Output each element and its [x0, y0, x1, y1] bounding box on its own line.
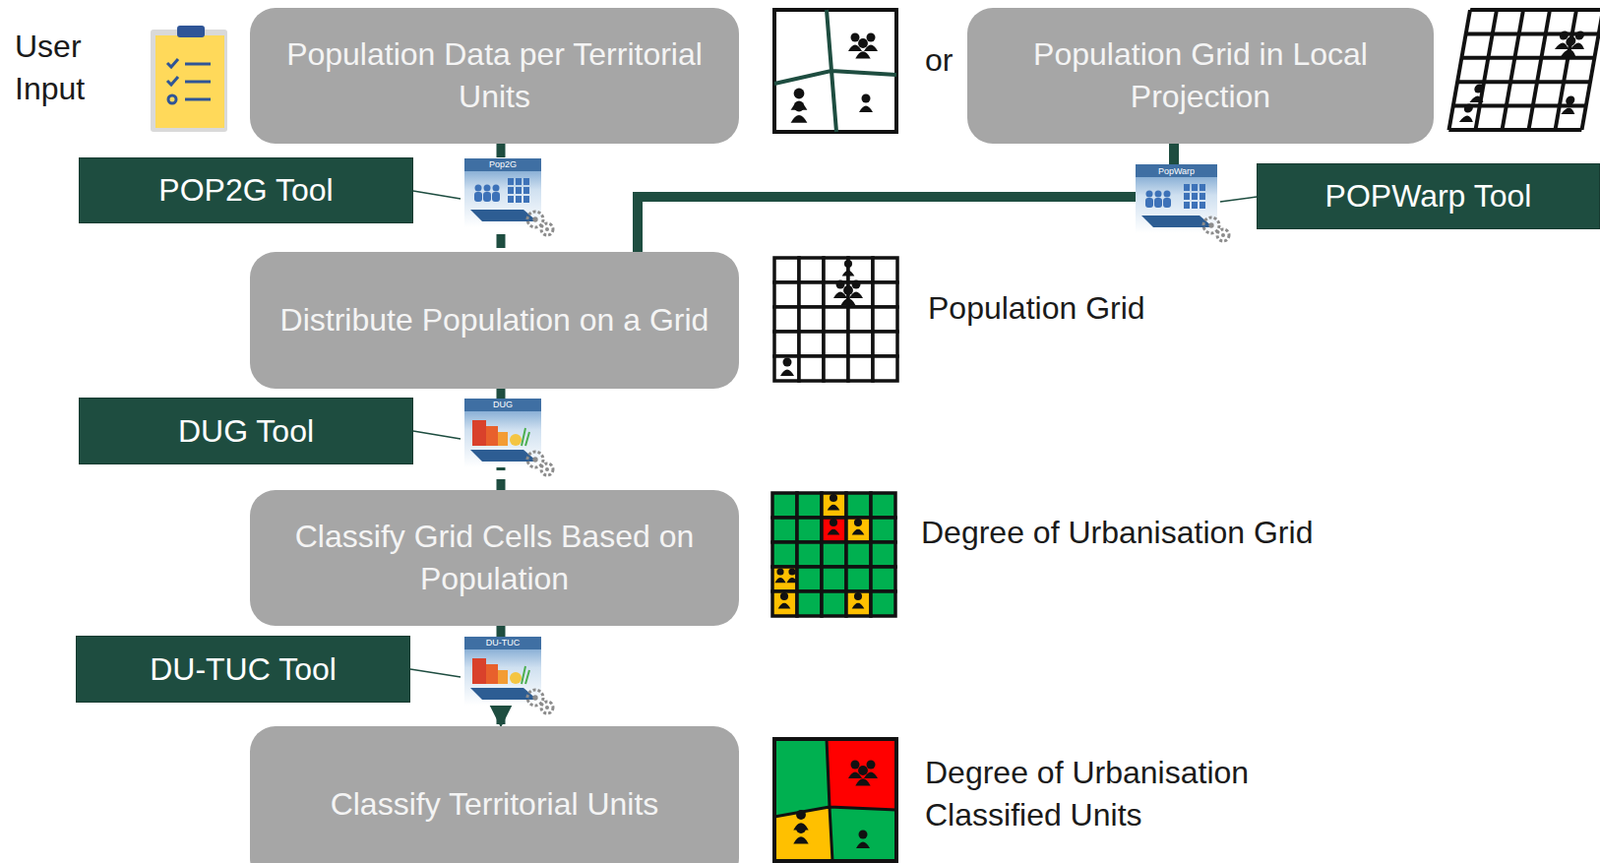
classified-units-icon: [774, 738, 897, 862]
tool-icon: [464, 158, 554, 236]
process-box: Classify Grid Cells Based on Population: [249, 490, 739, 626]
node-text: Population Grid in Local Projection: [988, 33, 1413, 119]
tool-box: DUG Tool: [78, 397, 414, 465]
node-text: Classify Territorial Units: [330, 783, 660, 826]
node-text: DUG Tool: [178, 412, 314, 450]
icon-label: Pop2G: [464, 160, 542, 170]
process-box: Population Data per Territorial Units: [249, 7, 739, 144]
node-text: Classify Grid Cells Based on Population: [271, 515, 718, 601]
tool-box: DU-TUC Tool: [75, 635, 411, 703]
tool-icon: [1135, 164, 1230, 242]
dou-grid-icon: [772, 492, 896, 616]
local-grid-icon: [1448, 9, 1600, 130]
connector: [637, 143, 1174, 252]
tool-box: POP2G Tool: [78, 157, 414, 224]
clipboard-icon: [150, 25, 228, 132]
leader-lines: [410, 190, 1257, 677]
territorial-map-icon: [774, 9, 897, 132]
process-box: Population Grid in Local Projection: [967, 7, 1434, 144]
or-label: or: [924, 39, 975, 82]
icon-label: DUG: [464, 400, 542, 410]
process-box: Distribute Population on a Grid: [249, 251, 739, 389]
tool-box: POPWarp Tool: [1256, 163, 1600, 230]
node-text: Population Data per Territorial Units: [271, 33, 718, 119]
icon-label: PopWarp: [1135, 167, 1218, 177]
node-text: DU-TUC Tool: [149, 650, 337, 688]
node-text: POP2G Tool: [158, 171, 333, 209]
node-text: Distribute Population on a Grid: [280, 299, 710, 342]
process-box: Classify Territorial Units: [249, 726, 739, 863]
tool-icon: [464, 636, 554, 714]
input-label: User Input: [14, 25, 143, 111]
icon-label: DU-TUC: [464, 638, 542, 648]
output-label: Population Grid: [927, 287, 1322, 330]
node-text: POPWarp Tool: [1325, 177, 1533, 215]
output-label: Degree of Urbanisation Classified Units: [924, 751, 1358, 837]
tool-icon: [464, 398, 554, 476]
population-grid-icon: [774, 257, 898, 381]
output-label: Degree of Urbanisation Grid: [921, 511, 1354, 554]
